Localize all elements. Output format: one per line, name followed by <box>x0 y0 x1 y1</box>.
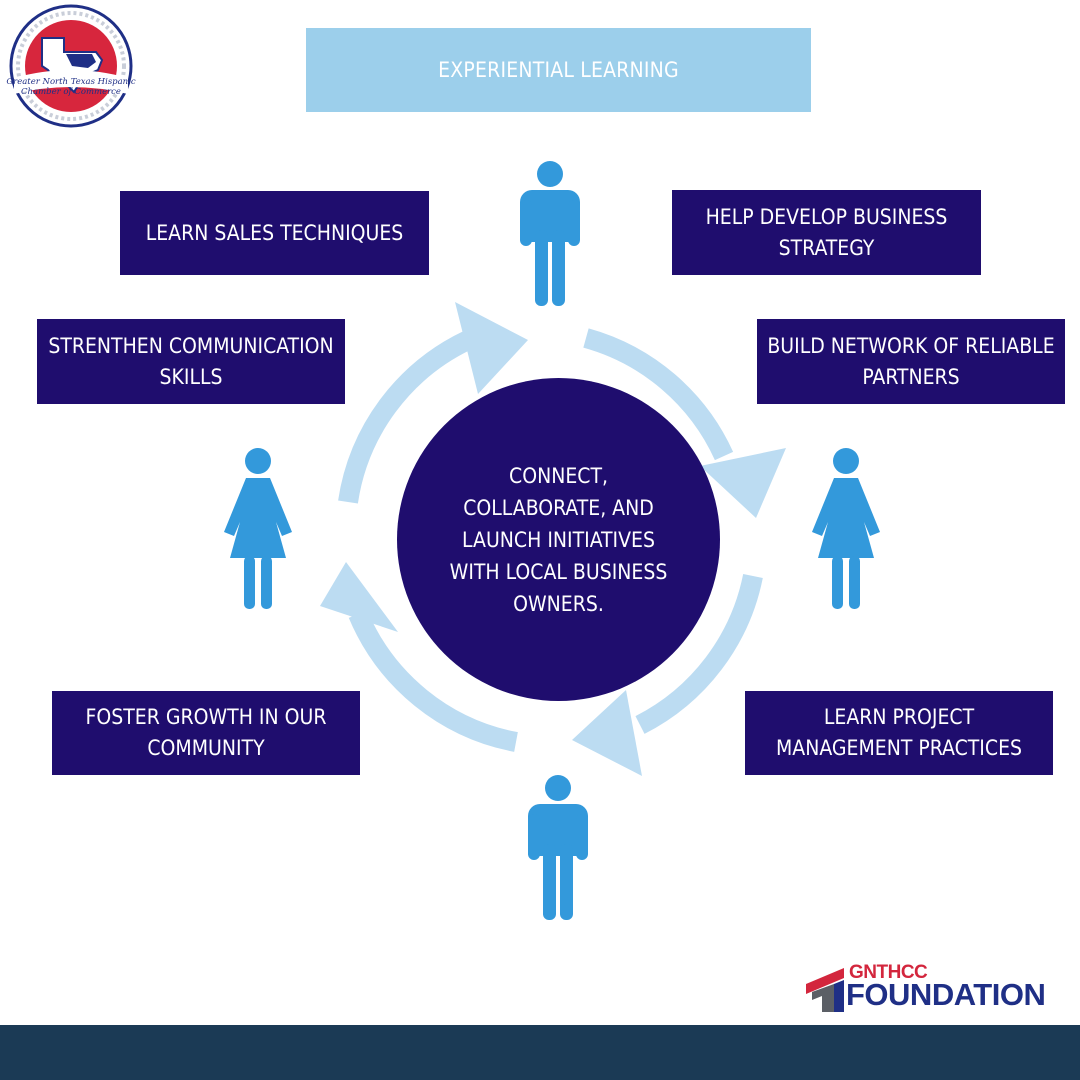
person-male-icon-top <box>520 161 580 306</box>
box-learn-sales: LEARN SALES TECHNIQUES <box>120 191 429 275</box>
svg-text:Greater North Texas Hispanic: Greater North Texas Hispanic <box>6 77 136 87</box>
foundation-logo: GNTHCC FOUNDATION <box>804 962 1074 1014</box>
foundation-logo-big-text: FOUNDATION <box>846 977 1046 1012</box>
person-female-icon-right <box>812 448 880 609</box>
box-project-management: LEARN PROJECT MANAGEMENT PRACTICES <box>745 691 1053 775</box>
box-partner-network: BUILD NETWORK OF RELIABLE PARTNERS <box>757 319 1065 404</box>
box-communication-skills: STRENTHEN COMMUNICATION SKILLS <box>37 319 345 404</box>
diagram-title: EXPERIENTIAL LEARNING <box>306 28 811 112</box>
foundation-logo-mark-icon <box>806 968 844 1012</box>
person-male-icon-bottom <box>528 775 588 920</box>
arrow-bottom-right <box>572 573 763 776</box>
arrow-bottom-left <box>320 562 518 752</box>
center-statement: CONNECT, COLLABORATE, AND LAUNCH INITIAT… <box>397 378 720 701</box>
box-business-strategy: HELP DEVELOP BUSINESS STRATEGY <box>672 190 981 275</box>
arrow-top-left <box>338 302 528 504</box>
box-community-growth: FOSTER GROWTH IN OUR COMMUNITY <box>52 691 360 775</box>
footer-bar <box>0 1025 1080 1080</box>
svg-text:Chamber of Commerce: Chamber of Commerce <box>21 87 121 97</box>
chamber-logo: Greater North Texas Hispanic Chamber of … <box>6 4 136 128</box>
arrow-top-right <box>583 328 786 518</box>
foundation-logo-small-text: GNTHCC <box>849 962 928 983</box>
person-female-icon-left <box>224 448 292 609</box>
